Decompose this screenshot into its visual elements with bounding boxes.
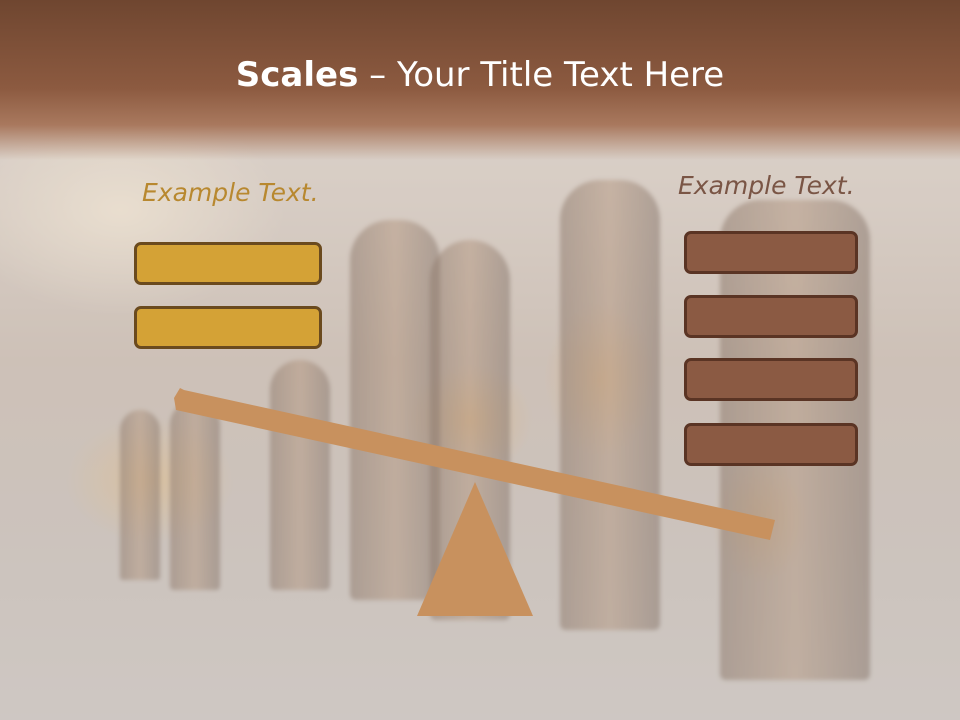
mailbox-shape bbox=[170, 400, 220, 590]
slide-title: Scales – Your Title Text Here bbox=[0, 52, 960, 98]
mailbox-shape bbox=[120, 410, 160, 580]
right-box-4[interactable] bbox=[684, 423, 858, 466]
scale-beam[interactable] bbox=[174, 388, 775, 540]
left-example-text: Example Text. bbox=[142, 178, 319, 207]
title-bold: Scales bbox=[235, 55, 359, 95]
right-box-2[interactable] bbox=[684, 295, 858, 338]
mailbox-shape bbox=[350, 220, 440, 600]
right-example-text: Example Text. bbox=[678, 171, 855, 200]
title-rest: – Your Title Text Here bbox=[358, 55, 725, 95]
mailbox-shape bbox=[560, 180, 660, 630]
right-box-3[interactable] bbox=[684, 358, 858, 401]
scale-fulcrum[interactable] bbox=[417, 482, 533, 616]
right-box-1[interactable] bbox=[684, 231, 858, 274]
left-box-2[interactable] bbox=[134, 306, 322, 349]
left-box-1[interactable] bbox=[134, 242, 322, 285]
mailbox-shape bbox=[270, 360, 330, 590]
title-band bbox=[0, 0, 960, 160]
